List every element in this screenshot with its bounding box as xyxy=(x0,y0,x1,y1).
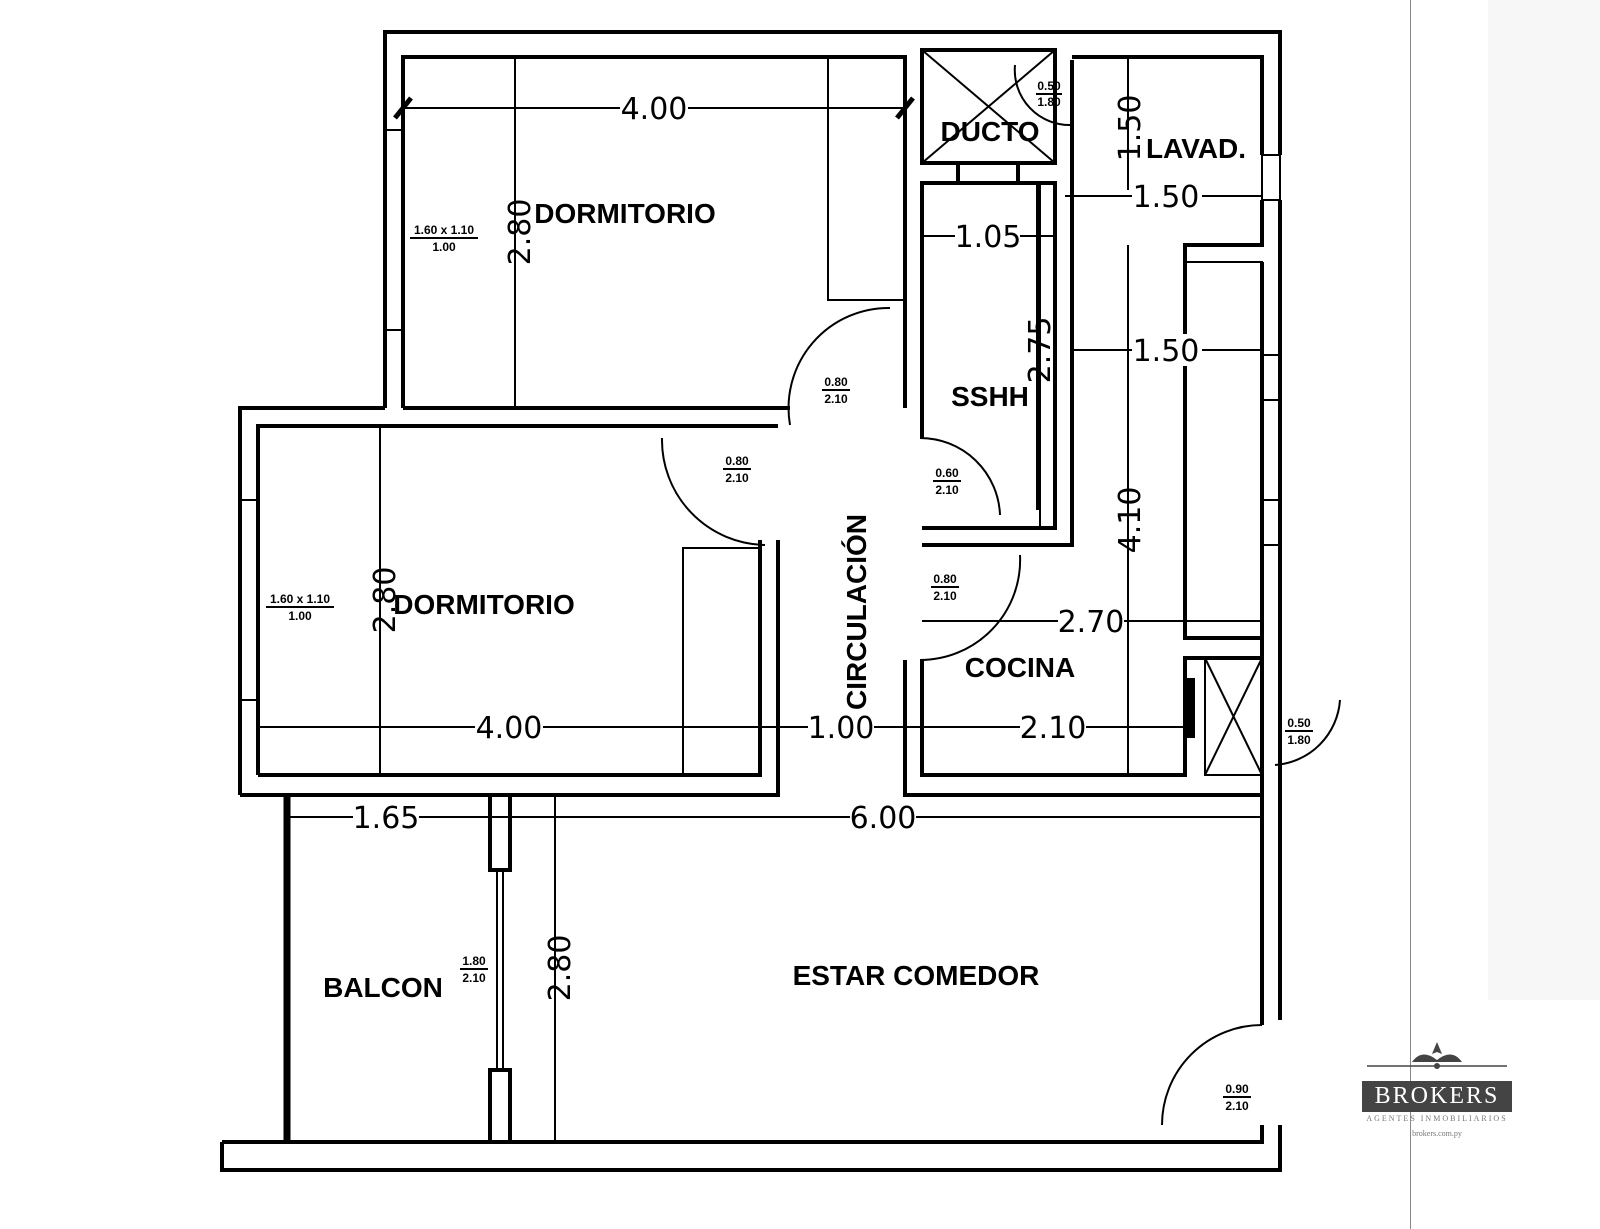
dim-kitchen-width-a: 2.70 xyxy=(1058,605,1125,640)
svg-text:0.80: 0.80 xyxy=(725,454,749,468)
dim-bed2-width: 4.00 xyxy=(476,711,543,746)
dim-laundry-width: 1.50 xyxy=(1133,180,1200,215)
svg-text:0.50: 0.50 xyxy=(1037,79,1061,93)
svg-text:1.00: 1.00 xyxy=(432,240,456,254)
walls xyxy=(220,30,1282,1172)
room-laundry: LAVAD. xyxy=(1146,133,1246,164)
room-ducto: DUCTO xyxy=(940,116,1039,147)
opening-labels: 1.60 x 1.10 1.00 1.60 x 1.10 1.00 0.50 1.80… xyxy=(266,79,1313,1113)
svg-text:0.60: 0.60 xyxy=(935,466,959,480)
svg-text:1.80: 1.80 xyxy=(1037,95,1061,109)
side-panel xyxy=(1488,0,1600,1000)
door-label-kitchen: 0.80 2.10 xyxy=(931,572,959,603)
logo-name: BROKERS xyxy=(1362,1081,1512,1112)
svg-text:2.10: 2.10 xyxy=(725,471,749,485)
door-label-bed1: 0.80 2.10 xyxy=(822,375,850,406)
svg-text:2.10: 2.10 xyxy=(933,589,957,603)
logo-tagline: AGENTES INMOBILIARIOS xyxy=(1366,1114,1508,1123)
door-label-bath: 0.60 2.10 xyxy=(933,466,961,497)
svg-text:0.80: 0.80 xyxy=(933,572,957,586)
dim-living-width: 6.00 xyxy=(850,801,917,836)
dim-kitchen-depth: 4.10 xyxy=(1113,487,1148,554)
logo-url: brokers.com.py xyxy=(1412,1129,1462,1138)
svg-text:2.10: 2.10 xyxy=(1225,1099,1249,1113)
dim-living-depth: 2.80 xyxy=(543,935,578,1002)
room-bedroom-2: DORMITORIO xyxy=(393,589,574,620)
dim-bath-depth: 2.75 xyxy=(1023,317,1058,384)
door-label-service: 0.50 1.80 xyxy=(1285,716,1313,747)
room-hall: CIRCULACIÓN xyxy=(841,514,872,710)
dim-counter-width: 1.50 xyxy=(1133,334,1200,369)
svg-text:0.50: 0.50 xyxy=(1287,716,1311,730)
svg-text:0.80: 0.80 xyxy=(824,375,848,389)
brokers-logo: BROKERS AGENTES INMOBILIARIOS brokers.co… xyxy=(1362,1040,1512,1138)
door-label-ducto: 0.50 1.80 xyxy=(1036,79,1062,109)
room-kitchen: COCINA xyxy=(965,652,1075,683)
room-bedroom-1: DORMITORIO xyxy=(534,198,715,229)
svg-text:1.00: 1.00 xyxy=(288,609,312,623)
svg-text:1.60 x 1.10: 1.60 x 1.10 xyxy=(270,592,330,606)
room-labels: DORMITORIO DUCTO LAVAD. SSHH CIRCULACIÓN… xyxy=(323,116,1246,1003)
dim-bath-width: 1.05 xyxy=(955,220,1022,255)
dim-balcony-width: 1.65 xyxy=(353,801,420,836)
dim-bed1-depth: 2.80 xyxy=(503,199,538,266)
svg-text:1.80: 1.80 xyxy=(1287,733,1311,747)
room-balcony: BALCON xyxy=(323,972,443,1003)
door-label-entry: 0.90 2.10 xyxy=(1223,1082,1251,1113)
room-living: ESTAR COMEDOR xyxy=(793,960,1040,991)
room-bathroom: SSHH xyxy=(951,381,1029,412)
dim-hall-width: 1.00 xyxy=(808,711,875,746)
ornament-icon xyxy=(1367,1042,1507,1069)
door-label-bed2: 0.80 2.10 xyxy=(723,454,751,485)
svg-text:0.90: 0.90 xyxy=(1225,1082,1249,1096)
svg-text:1.80: 1.80 xyxy=(462,954,486,968)
page-divider xyxy=(1410,0,1411,1229)
dim-kitchen-width-b: 2.10 xyxy=(1020,711,1087,746)
window-label-2: 1.60 x 1.10 1.00 xyxy=(266,592,334,623)
dim-ducto-height: 1.50 xyxy=(1113,95,1148,162)
svg-text:2.10: 2.10 xyxy=(462,971,486,985)
dimension-labels: 4.00 2.80 1.50 1.50 1.05 2.75 1.50 4.10 … xyxy=(353,92,1202,1001)
svg-text:2.10: 2.10 xyxy=(935,483,959,497)
door-label-balcony: 1.80 2.10 xyxy=(460,954,488,985)
window-label-1: 1.60 x 1.10 1.00 xyxy=(410,223,478,254)
svg-text:1.60 x 1.10: 1.60 x 1.10 xyxy=(414,223,474,237)
dim-bed2-depth: 2.80 xyxy=(368,567,403,634)
dim-bed1-width: 4.00 xyxy=(621,92,688,127)
door-swings xyxy=(660,64,1341,1126)
svg-text:2.10: 2.10 xyxy=(824,392,848,406)
